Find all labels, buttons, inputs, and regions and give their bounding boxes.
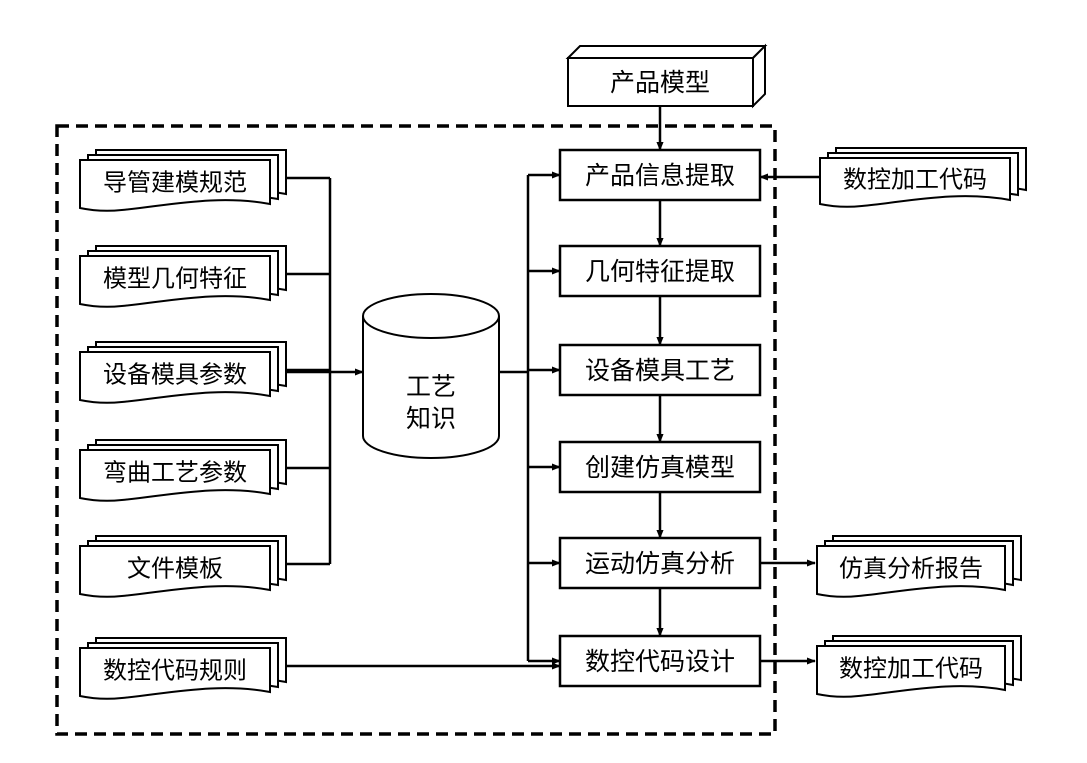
product-model-box: 产品模型	[565, 43, 768, 109]
process-step-3: 设备模具工艺	[558, 343, 762, 397]
output-nc-code-document: 数控加工代码	[816, 635, 1022, 698]
knowledge-base-label-line2: 知识	[406, 404, 456, 433]
input-document-1-label: 导管建模规范	[103, 169, 247, 197]
input-document-2: 模型几何特征	[79, 245, 287, 308]
process-step-1: 产品信息提取	[558, 148, 762, 202]
system-boundary	[55, 124, 777, 736]
external-nc-code-document: 数控加工代码	[819, 147, 1027, 208]
input-document-4-label: 弯曲工艺参数	[103, 459, 247, 487]
process-step-2-label: 几何特征提取	[585, 257, 735, 286]
input-document-5: 文件模板	[79, 535, 287, 598]
process-step-5-label: 运动仿真分析	[585, 549, 735, 578]
process-step-4: 创建仿真模型	[558, 440, 762, 494]
process-step-4-label: 创建仿真模型	[585, 453, 735, 482]
input-document-3-label: 设备模具参数	[103, 361, 247, 389]
input-document-1: 导管建模规范	[79, 149, 287, 212]
input-document-5-label: 文件模板	[127, 555, 223, 583]
output-simulation-report-label: 仿真分析报告	[839, 555, 983, 583]
knowledge-base-label-line1: 工艺	[406, 372, 456, 401]
input-document-2-label: 模型几何特征	[103, 265, 247, 293]
output-simulation-report: 仿真分析报告	[816, 535, 1022, 598]
input-document-4: 弯曲工艺参数	[79, 439, 287, 502]
input-document-3: 设备模具参数	[79, 341, 287, 404]
process-step-6: 数控代码设计	[558, 634, 762, 688]
external-nc-code-document-label: 数控加工代码	[843, 166, 987, 194]
product-model-label: 产品模型	[610, 68, 710, 97]
input-document-6-label: 数控代码规则	[103, 657, 247, 685]
knowledge-base-cylinder: 工艺 知识	[362, 293, 500, 459]
process-step-1-label: 产品信息提取	[585, 161, 735, 190]
output-nc-code-document-label: 数控加工代码	[839, 655, 983, 683]
process-step-3-label: 设备模具工艺	[585, 356, 735, 385]
input-document-6: 数控代码规则	[79, 637, 287, 700]
process-step-2: 几何特征提取	[558, 244, 762, 298]
process-step-6-label: 数控代码设计	[585, 647, 735, 676]
process-step-5: 运动仿真分析	[558, 536, 762, 590]
